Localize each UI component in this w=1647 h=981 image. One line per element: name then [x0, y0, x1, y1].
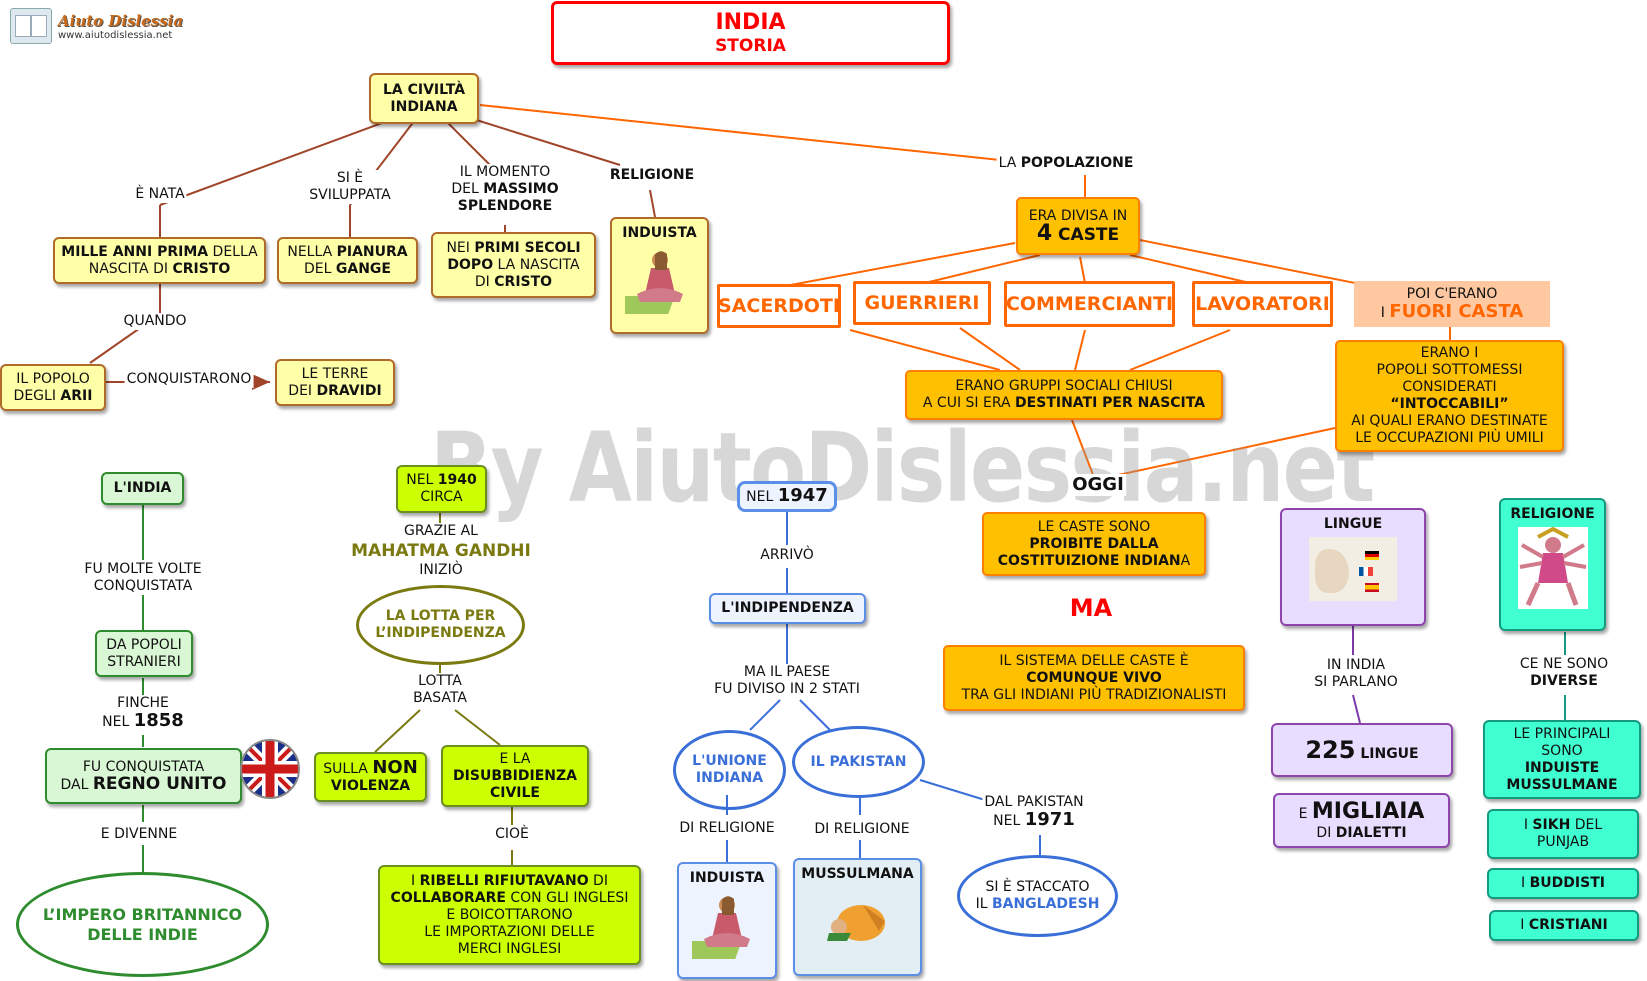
node-migliaia-dialetti[interactable]: E MIGLIAIA DI DIALETTI [1273, 793, 1450, 848]
watermark: By AiutoDislessia.net [430, 412, 1375, 524]
title-main: INDIA [715, 10, 786, 35]
node-mussulmana[interactable]: MUSSULMANA [793, 858, 922, 976]
label-e-nata: È NATA [133, 186, 187, 203]
node-buddisti[interactable]: I BUDDISTI [1487, 868, 1639, 899]
uk-flag-icon [240, 739, 300, 799]
node-sikh[interactable]: I SIKH DEL PUNJAB [1487, 809, 1639, 859]
title-box: INDIA STORIA [551, 1, 950, 65]
node-non-violenza[interactable]: SULLA NON VIOLENZA [314, 752, 427, 802]
node-ribelli[interactable]: I RIBELLI RIFIUTAVANO DI COLLABORARE CON… [378, 865, 641, 965]
node-nel-1940[interactable]: NEL 1940 CIRCA [396, 465, 487, 513]
logo-url: www.aiutodislessia.net [58, 29, 173, 41]
label-religione: RELIGIONE [607, 167, 697, 184]
node-religione-2[interactable]: RELIGIONE [1499, 498, 1606, 631]
node-nel-1947[interactable]: NEL 1947 [737, 481, 837, 512]
node-bangladesh[interactable]: SI È STACCATO IL BANGLADESH [957, 855, 1118, 937]
node-terre-dravidi[interactable]: LE TERRE DEI DRAVIDI [275, 359, 395, 406]
node-lingue[interactable]: LINGUE [1280, 508, 1426, 626]
label-arrivo: ARRIVÒ [758, 547, 816, 564]
node-4-caste[interactable]: ERA DIVISA IN 4 CASTE [1016, 197, 1140, 255]
node-principali[interactable]: LE PRINCIPALI SONO INDUISTE MUSSULMANE [1483, 720, 1641, 799]
civilta-root[interactable]: LA CIVILTÀ INDIANA [369, 73, 479, 124]
label-oggi: OGGI [1070, 474, 1126, 496]
label-ma: MA [1067, 594, 1115, 622]
logo[interactable]: Aiuto Dislessia www.aiutodislessia.net [10, 8, 183, 44]
meditating-figure-icon [692, 896, 750, 959]
node-indipendenza[interactable]: L'INDIPENDENZA [709, 593, 866, 624]
caste-guerrieri[interactable]: GUERRIERI [853, 281, 991, 325]
node-gruppi-chiusi[interactable]: ERANO GRUPPI SOCIALI CHIUSI A CUI SI ERA… [905, 370, 1223, 420]
label-quando: QUANDO [121, 313, 189, 330]
label-di-religione-2: DI RELIGIONE [812, 821, 912, 838]
node-225-lingue[interactable]: 225 LINGUE [1271, 723, 1453, 777]
node-induista-1[interactable]: INDUISTA [610, 217, 709, 334]
node-regno-unito[interactable]: FU CONQUISTATA DAL REGNO UNITO [45, 748, 242, 804]
caste-commercianti[interactable]: COMMERCIANTI [1004, 281, 1175, 327]
praying-figure-icon [826, 905, 885, 941]
label-cioe: CIOÈ [493, 826, 531, 843]
node-pakistan[interactable]: IL PAKISTAN [792, 726, 925, 798]
node-intoccabili[interactable]: ERANO I POPOLI SOTTOMESSI CONSIDERATI “I… [1335, 340, 1564, 452]
book-icon [10, 8, 52, 44]
node-india[interactable]: L'INDIA [101, 472, 184, 505]
node-induista-2[interactable]: INDUISTA [677, 862, 777, 979]
label-grazie-gandhi: GRAZIE AL MAHATMA GANDHI INIZIÒ [349, 523, 533, 579]
node-proibite[interactable]: LE CASTE SONO PROIBITE DALLA COSTITUIZIO… [982, 512, 1206, 576]
node-fuori-casta[interactable]: POI C'ERANO I FUORI CASTA [1354, 281, 1550, 327]
label-popolazione: LA POPOLAZIONE [996, 155, 1136, 172]
node-mille-anni[interactable]: MILLE ANNI PRIMA DELLA NASCITA DI CRISTO [53, 237, 266, 284]
label-di-religione-1: DI RELIGIONE [677, 820, 777, 837]
logo-name: Aiuto Dislessia [58, 11, 184, 30]
label-divenne: E DIVENNE [98, 826, 180, 843]
node-pianura-gange[interactable]: NELLA PIANURA DEL GANGE [277, 237, 418, 284]
node-comunque-vivo[interactable]: IL SISTEMA DELLE CASTE È COMUNQUE VIVO T… [943, 645, 1245, 711]
label-conquistarono: CONQUISTARONO [124, 371, 254, 388]
node-cristiani[interactable]: I CRISTIANI [1489, 910, 1639, 941]
hindu-deity-icon [1517, 527, 1588, 609]
caste-sacerdoti[interactable]: SACERDOTI [717, 284, 841, 328]
caste-lavoratori[interactable]: LAVORATORI [1192, 281, 1333, 327]
meditating-figure-icon [624, 251, 683, 314]
title-sub: STORIA [715, 36, 786, 56]
node-primi-secoli[interactable]: NEI PRIMI SECOLI DOPO LA NASCITA DI CRIS… [431, 232, 596, 298]
languages-map-icon [1309, 537, 1397, 601]
node-popolo-arii[interactable]: IL POPOLO DEGLI ARII [0, 364, 106, 411]
